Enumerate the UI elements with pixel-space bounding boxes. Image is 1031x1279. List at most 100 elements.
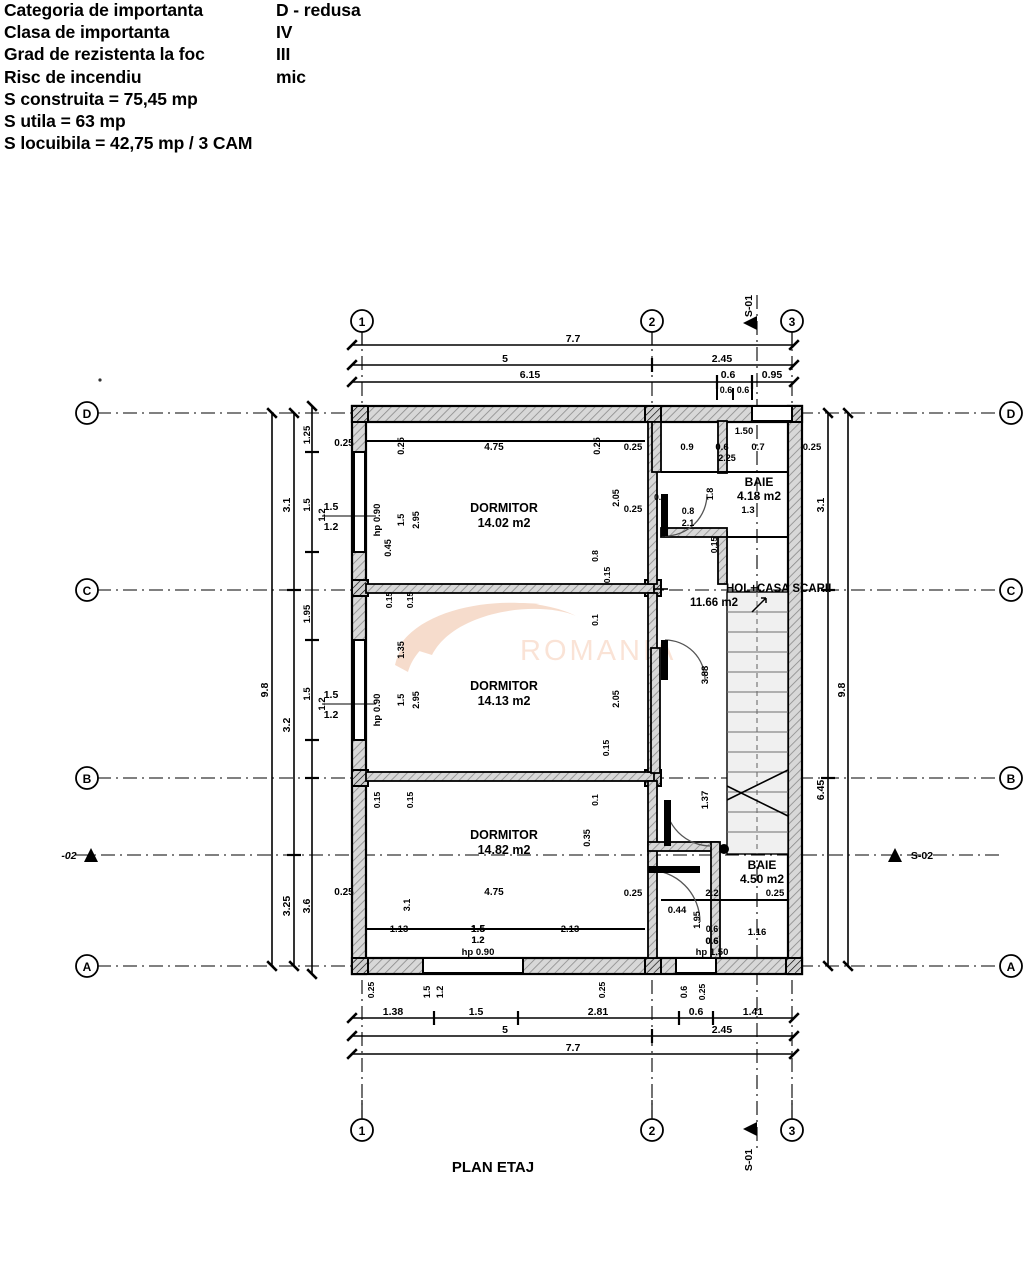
room-area: 14.02 m2 xyxy=(478,516,531,530)
dim-text: 3.88 xyxy=(700,666,711,685)
dim-text: 1.37 xyxy=(700,791,711,810)
room-name: DORMITOR xyxy=(470,828,538,842)
dim-text: 4.75 xyxy=(484,887,504,898)
dim-text: 0.15 xyxy=(709,536,719,553)
fixture-dot xyxy=(719,844,729,854)
grid-bubble: 1 xyxy=(350,1100,374,1142)
grid-label: 2 xyxy=(649,315,656,329)
window-width: 1.5 xyxy=(324,501,339,513)
window-height: 1.2 xyxy=(324,521,339,533)
grid-bubbles-top: 1 2 3 xyxy=(350,309,804,345)
dim-text: 0.6 xyxy=(737,385,750,395)
room-area: 4.18 m2 xyxy=(737,489,781,503)
room-name: BAIE xyxy=(748,858,777,872)
dim-text: 0.25 xyxy=(624,442,643,453)
window-width: 1.5 xyxy=(324,689,339,701)
grid-bubble: D xyxy=(999,401,1023,425)
dim-text: 3.6 xyxy=(301,899,313,914)
window-width: 1.5 xyxy=(471,923,486,935)
dim-text: 0.15 xyxy=(601,739,611,756)
grid-lines xyxy=(75,295,1000,1150)
dim-text: 1.95 xyxy=(302,604,313,623)
dim-text: 0.15 xyxy=(602,566,612,583)
dim-text: 1.5 xyxy=(469,1006,484,1018)
dim-text: 9.8 xyxy=(836,683,848,698)
dim-text: 1.35 xyxy=(396,641,406,659)
right-dimensions: 3.1 6.45 9.8 xyxy=(815,407,854,972)
window-tag: 1.5 1.2 hp 0.90 xyxy=(322,501,383,536)
dim-text: 7.7 xyxy=(566,333,581,345)
section-marker-right: S-02 xyxy=(888,848,933,862)
plan-dimensions: 0.25 0.25 4.75 4.75 0.25 0.25 0.25 0.9 0… xyxy=(334,426,822,1000)
grid-bubble: 1 xyxy=(350,309,374,345)
dim-text: 1.5 xyxy=(302,498,313,512)
window-height: 0.6 xyxy=(705,936,718,947)
spec-area: S locuibila = 42,75 mp / 3 CAM xyxy=(4,133,253,154)
room-area: 14.13 m2 xyxy=(478,694,531,708)
room-name: HOL+CASA SCARII xyxy=(726,583,831,595)
spec-label: Risc de incendiu xyxy=(4,66,142,87)
dim-text: 3.1 xyxy=(402,899,412,912)
dim-text: 1.5 xyxy=(396,694,406,707)
section-marker-bottom: S-01 xyxy=(743,1122,757,1171)
dim-text: 1.13 xyxy=(390,924,409,935)
grid-label: D xyxy=(83,407,92,421)
spec-row: Risc de incendiu mic xyxy=(4,67,434,89)
spec-row: Clasa de importanta IV xyxy=(4,22,434,44)
grid-bubble: C xyxy=(999,578,1023,602)
spec-label: Grad de rezistenta la foc xyxy=(4,44,205,65)
room-area: 4.50 m2 xyxy=(740,872,784,886)
dim-text: 1.2 xyxy=(472,935,485,945)
dim-text: 2.25 xyxy=(718,453,736,463)
dim-text: 3.2 xyxy=(281,718,293,733)
room-name: BAIE xyxy=(745,475,774,489)
spec-row: Categoria de importanta D - redusa xyxy=(4,0,434,22)
spec-label: Clasa de importanta xyxy=(4,22,170,43)
dim-text: 2.45 xyxy=(712,353,733,365)
dim-text: 2.2 xyxy=(705,888,718,899)
room-name: DORMITOR xyxy=(470,501,538,515)
section-label: S-02 xyxy=(911,850,933,862)
dim-text: 1.8 xyxy=(705,488,715,501)
dim-text: 0.8 xyxy=(590,550,600,562)
section-marker-top: S-01 xyxy=(743,295,757,330)
section-label: S-01 xyxy=(743,295,755,317)
dim-text: 2.13 xyxy=(561,924,580,935)
grid-label: 2 xyxy=(649,1124,656,1138)
dim-text: 2.45 xyxy=(712,1024,733,1036)
dim-text: 0.45 xyxy=(383,539,393,557)
spec-label: Categoria de importanta xyxy=(4,0,203,20)
dim-text: 1.95 xyxy=(692,911,702,929)
dim-text: 0.6 xyxy=(679,986,689,999)
window-height: 1.2 xyxy=(471,935,484,946)
dim-text: 0.25 xyxy=(396,437,406,455)
project-specs-block: Categoria de importanta D - redusa Clasa… xyxy=(4,0,434,155)
dim-text: 1.5 xyxy=(422,986,432,999)
dim-text: 1.41 xyxy=(743,1006,764,1018)
window-openings xyxy=(353,405,793,974)
dim-text: 3.1 xyxy=(815,498,827,513)
dim-text: 1.16 xyxy=(748,927,767,938)
section-label: S-01 xyxy=(743,1149,755,1171)
grid-bubble: A xyxy=(999,954,1023,978)
dim-text: 1.38 xyxy=(383,1006,404,1018)
section-marker-left: -02 xyxy=(61,848,98,862)
dim-text: 0.1 xyxy=(654,492,666,502)
spec-value: IV xyxy=(276,22,293,43)
spec-value: mic xyxy=(276,66,306,87)
dim-text: 6.15 xyxy=(520,369,541,381)
grid-bubble: 3 xyxy=(780,1100,804,1142)
room-name: DORMITOR xyxy=(470,679,538,693)
grid-bubble: B xyxy=(999,766,1023,790)
spec-area-row: S construita = 75,45 mp xyxy=(4,89,434,111)
spec-area: S utila = 63 mp xyxy=(4,110,126,131)
spec-value: D - redusa xyxy=(276,0,361,20)
section-markers: S-01 S-01 S-02 -02 xyxy=(61,295,933,1171)
dim-text: 0.9 xyxy=(680,442,693,453)
grid-label: 3 xyxy=(789,1124,796,1138)
dim-text: 0.25 xyxy=(592,437,602,455)
grid-label: A xyxy=(83,960,92,974)
bottom-dimensions: 1.38 1.5 2.81 0.6 1.41 5 2.45 7.7 xyxy=(346,1006,800,1060)
dim-text: 0.6 xyxy=(715,442,728,453)
dim-text: 0.25 xyxy=(766,888,785,899)
